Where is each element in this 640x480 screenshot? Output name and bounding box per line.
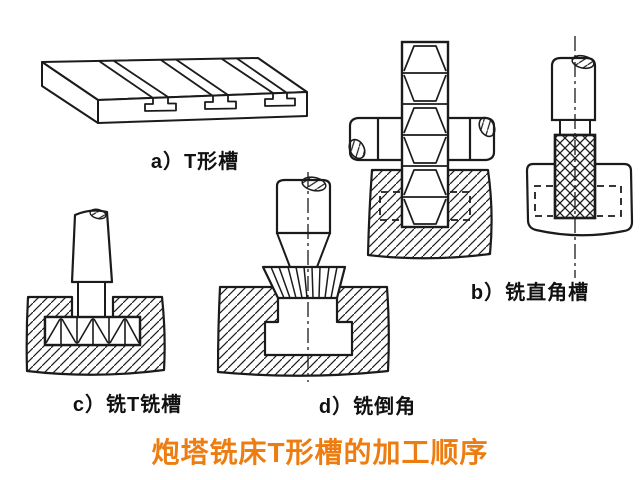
hidden-t-slot-wings [534,185,622,217]
end-mill-cutter [550,54,597,220]
cutter-teeth [270,266,338,299]
drawing-d-chamfer-cutter [216,172,390,382]
caption-b: b）铣直角槽 [470,282,590,304]
arbor [348,116,496,162]
shank-section [89,208,107,220]
t-slot-grooves [98,57,296,112]
drawing-b-end-mill [525,36,634,278]
caption-a: a）T形槽 [150,151,240,173]
t-slot-cutter [43,208,142,347]
workpiece [366,168,493,260]
workpiece [216,285,390,377]
block-faces [41,57,308,124]
chamfer-cutter [261,176,347,300]
side-milling-cutter [400,40,450,229]
drawing-a-t-slot-block [41,57,308,124]
drawing-b-side-mill [348,40,496,260]
figure-title: 炮塔铣床T形槽的加工顺序 [151,437,489,468]
workpiece [525,162,634,237]
cutter-teeth [45,318,140,344]
arbor-end-section-right [478,116,496,138]
caption-c: c）铣T铣槽 [72,394,183,416]
drawing-c-t-slot-cutter [25,208,166,376]
caption-d: d）铣倒角 [318,396,417,418]
shank-section [571,54,595,70]
arbor-end-section-left [348,138,366,160]
